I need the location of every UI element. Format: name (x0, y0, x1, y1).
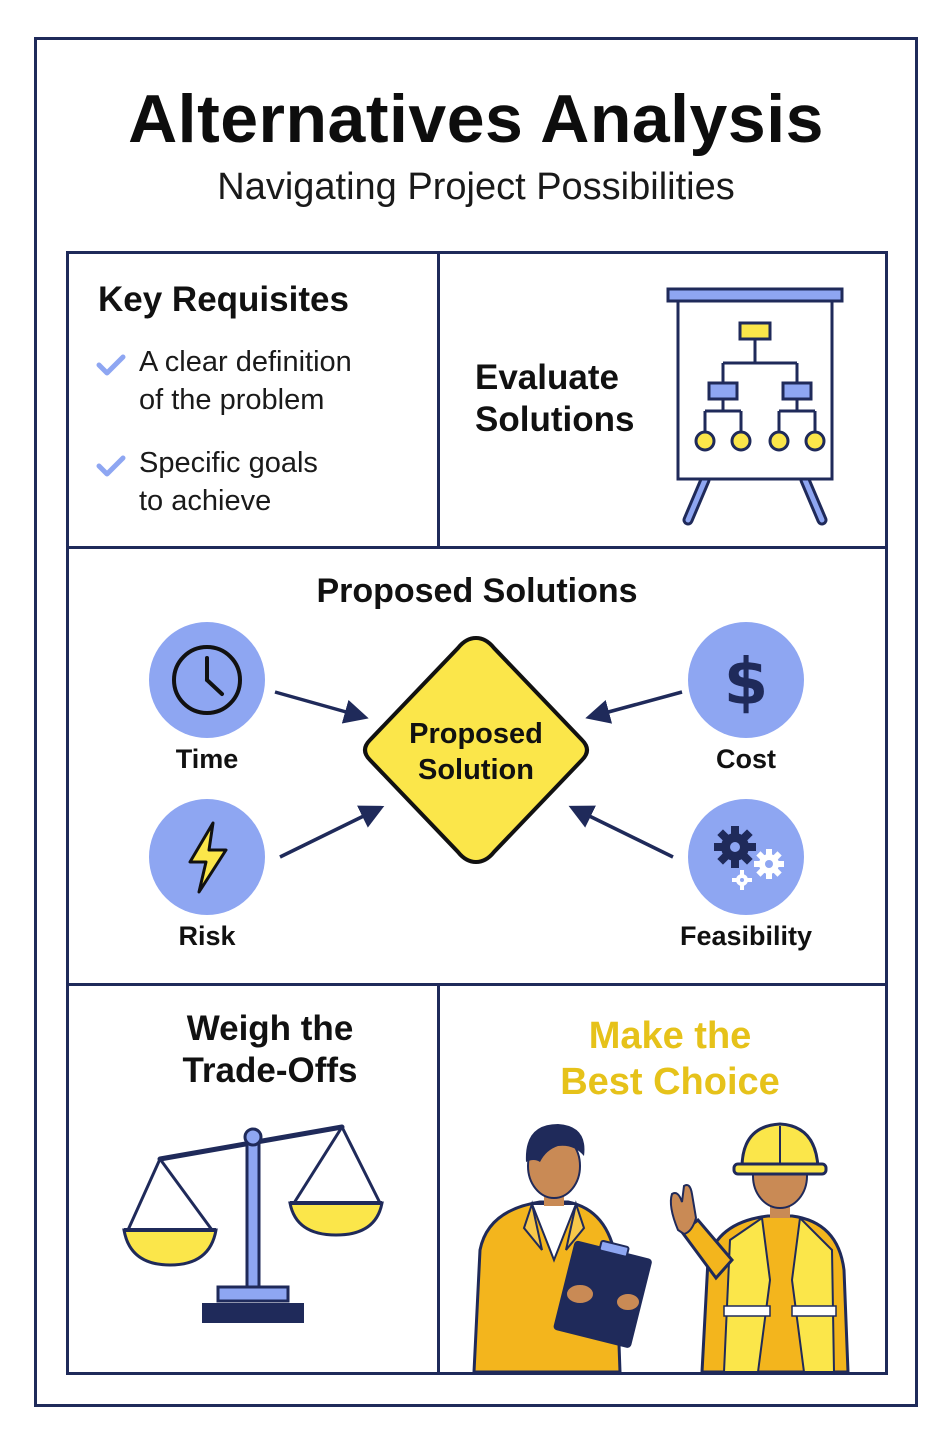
check-icon (96, 354, 126, 376)
requisite-line: A clear definition (139, 346, 352, 378)
proposed-solution-line: Solution (418, 754, 534, 786)
worker-figure (669, 1122, 850, 1374)
page-title: Alternatives Analysis (128, 81, 824, 157)
factor-label-time: Time (175, 744, 239, 774)
requisite-line: of the problem (139, 384, 325, 416)
flowchart-easel-icon (666, 287, 844, 526)
team-discussion-illustration (472, 1122, 850, 1374)
key-requisites-heading: Key Requisites (98, 280, 349, 319)
svg-text:$: $ (724, 646, 769, 720)
arrow-time (274, 690, 369, 724)
factor-label-cost: Cost (716, 744, 776, 774)
factor-label-risk: Risk (178, 921, 236, 951)
arrow-cost (585, 690, 683, 724)
balance-scale-icon (122, 1124, 384, 1323)
requisite-text: A clear definition of the problem (139, 343, 429, 419)
weigh-line: Trade-Offs (182, 1051, 358, 1090)
weigh-line: Weigh the (186, 1009, 354, 1048)
evaluate-line: Evaluate (475, 358, 619, 397)
poster-frame (34, 37, 918, 1407)
factor-label-feasibility: Feasibility (679, 921, 813, 951)
arrow-risk (279, 805, 385, 859)
clock-icon (149, 622, 265, 738)
page-subtitle: Navigating Project Possibilities (217, 166, 735, 208)
dollar-icon: $ (688, 622, 804, 738)
requisite-text: Specific goals to achieve (139, 444, 429, 520)
requisite-line: Specific goals (139, 447, 318, 479)
requisite-line: to achieve (139, 485, 272, 517)
evaluate-solutions-label: Evaluate Solutions (475, 357, 675, 441)
analyst-figure (472, 1124, 652, 1374)
lightning-icon (149, 799, 265, 915)
check-icon (96, 455, 126, 477)
proposed-solution-label: Proposed Solution (376, 716, 576, 788)
weigh-tradeoffs-label: Weigh the Trade-Offs (130, 1008, 410, 1092)
proposed-solution-line: Proposed (409, 718, 543, 750)
best-choice-line: Make the (588, 1015, 752, 1057)
proposed-solutions-heading: Proposed Solutions (316, 572, 638, 610)
arrow-feasibility (568, 805, 674, 859)
proposed-solution-diamond (363, 635, 589, 865)
gears-icon (688, 799, 804, 915)
best-choice-label: Make the Best Choice (510, 1013, 830, 1105)
evaluate-line: Solutions (475, 400, 635, 439)
best-choice-line: Best Choice (560, 1061, 780, 1103)
